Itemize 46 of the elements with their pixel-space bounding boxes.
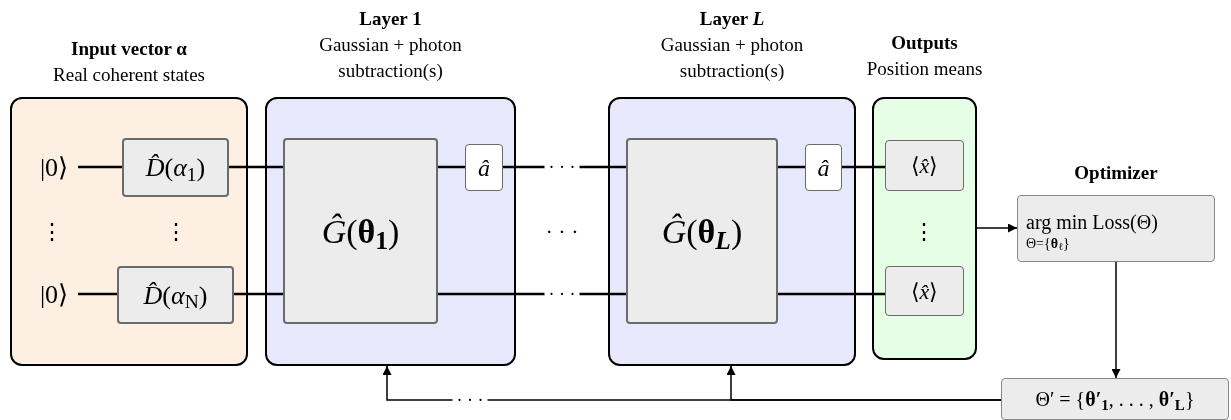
formula-text: Ĝ(θ$_{L}$) (661, 211, 743, 257)
output-box (885, 266, 964, 316)
gate-box (117, 266, 234, 324)
formula-text: arg min Loss(Θ) (1026, 209, 1158, 236)
arrow (976, 223, 1018, 233)
state-label: |0⟩ (30, 277, 78, 311)
gate-box (626, 138, 778, 324)
formula-text: Θ={θ$_{ℓ}$} (1026, 236, 1070, 251)
arrow (1111, 261, 1121, 379)
wire (78, 292, 117, 296)
formula-text: D̂(α$_{1}$) (145, 152, 206, 187)
formula-text: Θ′ = {θ′$_{1}$, . . . , θ′$_{L}$} (1035, 387, 1195, 414)
group-heading: Layer L (699, 7, 765, 31)
state-label: |0⟩ (30, 150, 78, 184)
gate-box (122, 138, 229, 197)
formula-text: Ĝ(θ$_{1}$) (321, 211, 400, 257)
ellipsis-label: ⋮ (913, 219, 935, 245)
operator-box (805, 144, 842, 191)
parameter-box (1001, 378, 1229, 420)
ellipsis-label: ⋮ (41, 219, 63, 245)
wire (778, 292, 885, 296)
wire (778, 165, 805, 169)
ellipsis-label: ⋮ (165, 219, 187, 245)
arrow (382, 365, 1002, 401)
group-subheading: Gaussian + photon subtraction(s) (318, 33, 463, 83)
group-subheading: Position means (866, 57, 983, 81)
ellipsis-label: · · · (545, 219, 579, 245)
operator-box (465, 144, 503, 191)
output-box (885, 140, 964, 191)
group-heading: Layer 1 (359, 7, 422, 31)
wire (229, 165, 283, 169)
gate-box (283, 138, 438, 324)
formula-text: ⟨x̂⟩ (910, 152, 939, 180)
wire (78, 165, 122, 169)
group-heading: Outputs (891, 31, 958, 55)
group-subheading: Real coherent states (53, 63, 205, 87)
group-heading: Input vector α (71, 37, 187, 61)
group-heading: Optimizer (1074, 161, 1158, 185)
formula-text: D̂(α$_{N}$) (143, 279, 208, 315)
wire (842, 165, 885, 169)
wire (234, 292, 283, 296)
formula-text: â (817, 153, 830, 183)
group-subheading: Gaussian + photon subtraction(s) (659, 33, 805, 83)
formula-text: ⟨x̂⟩ (910, 277, 939, 306)
wire (438, 165, 465, 169)
formula-text: â (478, 153, 490, 183)
